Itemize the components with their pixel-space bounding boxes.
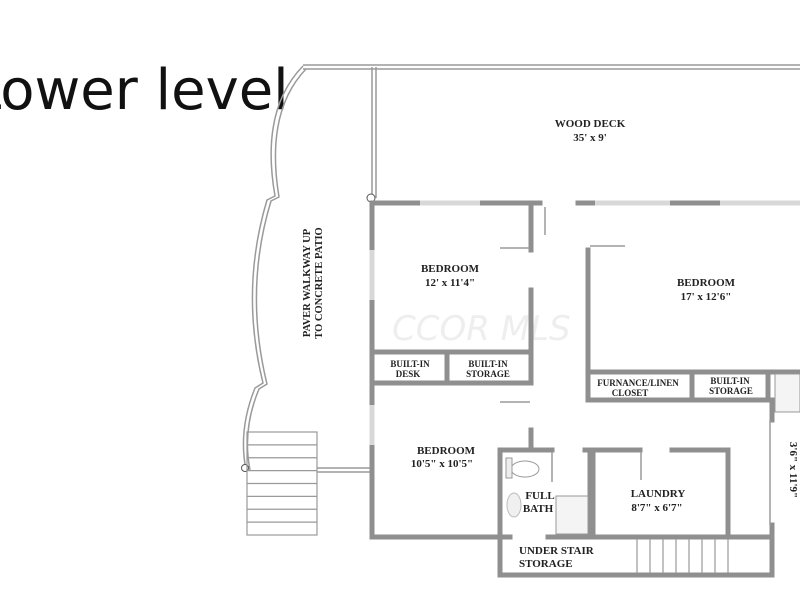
understair-line2: STORAGE bbox=[519, 558, 573, 570]
laundry-label: LAUNDRY bbox=[631, 488, 686, 500]
storage2-line2: STORAGE bbox=[709, 386, 753, 396]
bath-line2: BATH bbox=[523, 503, 554, 515]
closet-line1: FURNANCE/LINEN bbox=[597, 378, 679, 388]
bedroom1-label: BEDROOM bbox=[421, 263, 480, 275]
desk-line1: BUILT-IN bbox=[390, 359, 430, 369]
laundry-size: 8'7" x 6'7" bbox=[631, 502, 682, 514]
walkway-line1: PAVER WALKWAY UP bbox=[302, 228, 313, 337]
bedroom1-size: 12' x 11'4" bbox=[425, 277, 475, 289]
bedroom2-size: 17' x 12'6" bbox=[681, 291, 732, 303]
deck-outline bbox=[241, 64, 800, 473]
storage1-line1: BUILT-IN bbox=[468, 359, 508, 369]
bedroom3-label: BEDROOM bbox=[417, 445, 476, 457]
closet-line2: CLOSET bbox=[612, 388, 649, 398]
hall-size: 3'6" x 11'9" bbox=[787, 442, 799, 498]
walkway-line2: TO CONCRETE PATIO bbox=[314, 227, 325, 338]
desk-line2: DESK bbox=[396, 369, 421, 379]
understair-line1: UNDER STAIR bbox=[519, 545, 595, 557]
storage1-line2: STORAGE bbox=[466, 369, 510, 379]
deck-label: WOOD DECK bbox=[555, 118, 626, 130]
deck-size: 35' x 9' bbox=[573, 132, 607, 144]
storage2-line1: BUILT-IN bbox=[710, 376, 750, 386]
bath-line1: FULL bbox=[525, 490, 554, 502]
exterior-stairs bbox=[246, 431, 318, 536]
bedroom3-size: 10'5" x 10'5" bbox=[411, 458, 473, 470]
bedroom2-label: BEDROOM bbox=[677, 277, 736, 289]
interior-stairs bbox=[636, 539, 729, 573]
watermark: CCOR MLS bbox=[392, 309, 571, 349]
page-title: Lower level bbox=[0, 58, 289, 123]
walls bbox=[369, 200, 800, 578]
